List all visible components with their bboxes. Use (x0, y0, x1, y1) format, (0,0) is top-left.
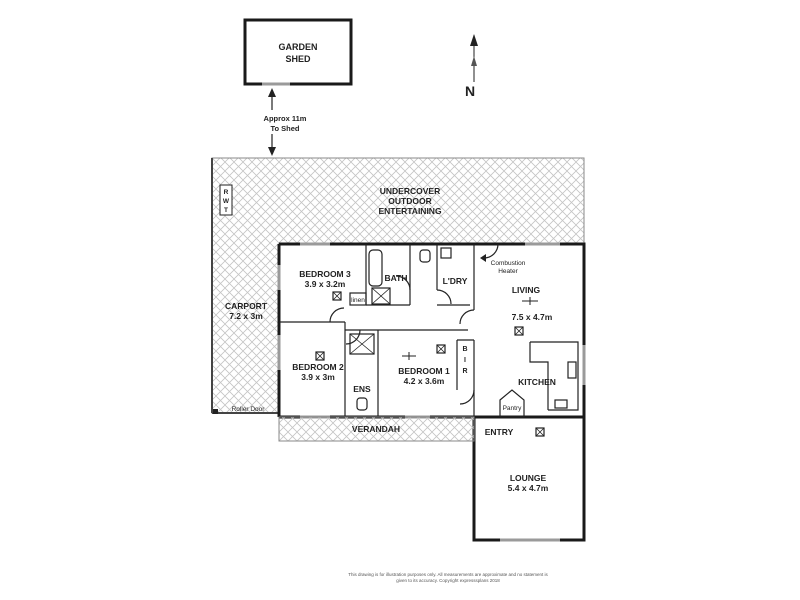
shower-icon (349, 333, 375, 355)
bir-letter-i: I (464, 357, 466, 364)
ceiling-light-icon (436, 344, 446, 354)
heater-label-1: Combustion (491, 260, 526, 267)
verandah: VERANDAH (278, 416, 475, 442)
bedroom1-name: BEDROOM 1 (398, 366, 450, 376)
ceiling-light-icon (315, 351, 325, 361)
entry: ENTRY (485, 427, 545, 437)
garden-shed: GARDEN SHED (243, 18, 353, 86)
ensuite-label: ENS (353, 384, 371, 394)
bathroom: BATH linen (349, 249, 431, 306)
sink-icon (440, 247, 452, 259)
rwt-letter-r: R (224, 189, 229, 196)
bir-letter-b: B (462, 346, 467, 353)
ceiling-light-icon (332, 291, 342, 301)
ceiling-fan-icon (402, 352, 416, 360)
disclaimer: This drawing is for illustration purpose… (348, 572, 548, 583)
shed-distance-arrows: Approx 11m To Shed (264, 88, 307, 156)
linen-label: linen (351, 297, 365, 304)
living-room: Combustion Heater LIVING 7.5 x 4.7m (480, 254, 553, 336)
bedroom3-size: 3.9 x 3.2m (305, 279, 346, 289)
shed-distance-label-2: To Shed (270, 124, 299, 133)
rainwater-tank: R W T (219, 184, 233, 216)
cooktop-icon (554, 399, 568, 409)
lounge: LOUNGE 5.4 x 4.7m (508, 473, 549, 493)
lounge-name: LOUNGE (510, 473, 547, 483)
garden-shed-label-1: GARDEN (278, 42, 317, 52)
garden-shed-label-2: SHED (285, 54, 311, 64)
bedroom3-name: BEDROOM 3 (299, 269, 351, 279)
entertaining-label-3: ENTERTAINING (378, 206, 442, 216)
ceiling-fan-icon (522, 297, 538, 305)
toilet-icon (356, 397, 368, 411)
disclaimer-line-1: This drawing is for illustration purpose… (348, 572, 548, 577)
living-size: 7.5 x 4.7m (512, 312, 553, 322)
kitchen: KITCHEN Pantry (499, 341, 579, 418)
entertaining-label-1: UNDERCOVER (380, 186, 440, 196)
carport: CARPORT 7.2 x 3m Roller Door (213, 301, 268, 414)
bedroom-1: BEDROOM 1 4.2 x 3.6m B I R (398, 344, 468, 386)
laundry: L'DRY (440, 247, 468, 286)
pantry-label: Pantry (503, 405, 523, 412)
bir-letter-r: R (462, 368, 467, 375)
heater-label-2: Heater (498, 268, 518, 275)
rwt-letter-w: W (223, 198, 230, 205)
north-label: N (465, 83, 475, 99)
laundry-label: L'DRY (443, 276, 468, 286)
bedroom1-size: 4.2 x 3.6m (404, 376, 445, 386)
shower-icon (371, 287, 391, 305)
heater-icon (480, 254, 486, 262)
living-name: LIVING (512, 285, 541, 295)
north-arrow-icon (470, 34, 478, 46)
carport-size: 7.2 x 3m (229, 311, 263, 321)
bath-label: BATH (385, 273, 408, 283)
ceiling-light-icon (514, 326, 524, 336)
entry-label: ENTRY (485, 427, 514, 437)
rwt-letter-t: T (224, 207, 228, 214)
toilet-icon (419, 249, 431, 263)
north-compass: N (465, 34, 478, 99)
entertaining-label-2: OUTDOOR (388, 196, 431, 206)
disclaimer-line-2: given to its accuracy. Copyright express… (396, 578, 500, 583)
bedroom-2: BEDROOM 2 3.9 x 3m (292, 351, 344, 382)
bedroom-3: BEDROOM 3 3.9 x 3.2m (299, 269, 351, 301)
lounge-size: 5.4 x 4.7m (508, 483, 549, 493)
sink-icon (567, 361, 577, 379)
bedroom2-size: 3.9 x 3m (301, 372, 335, 382)
shed-distance-label-1: Approx 11m (264, 114, 307, 123)
bedroom2-name: BEDROOM 2 (292, 362, 344, 372)
carport-name: CARPORT (225, 301, 268, 311)
ceiling-light-icon (535, 427, 545, 437)
roller-door-label: Roller Door (232, 406, 266, 413)
verandah-label: VERANDAH (352, 424, 400, 434)
ensuite: ENS (349, 333, 375, 411)
kitchen-label: KITCHEN (518, 377, 556, 387)
